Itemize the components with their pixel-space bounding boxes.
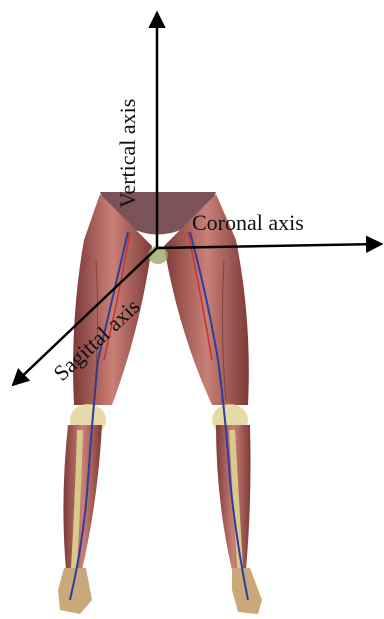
coronal-axis-label: Coronal axis bbox=[192, 210, 304, 235]
legs-illustration bbox=[58, 192, 262, 614]
vertical-axis-label: Vertical axis bbox=[115, 99, 140, 208]
left-lower-leg bbox=[63, 425, 102, 570]
